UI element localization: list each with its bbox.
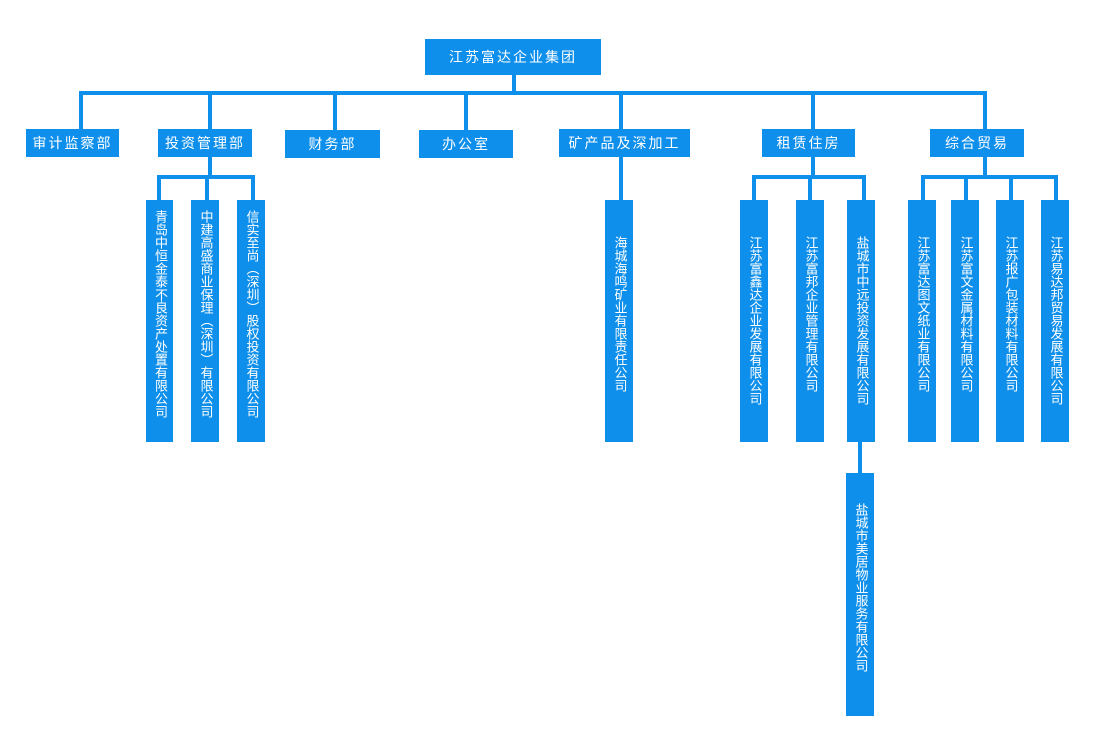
dept-label: 办公室 [442, 137, 490, 153]
company-label: 江苏富鑫达企业发展有限公司 [746, 236, 762, 405]
company-label: 海城海鸣矿业有限责任公司 [611, 236, 627, 392]
trade-drop-3 [1009, 175, 1013, 201]
trade-stem-line [983, 156, 987, 178]
dept-drop-mineral [619, 91, 623, 130]
company-label: 中建高盛商业保理（深圳）有限公司 [197, 210, 213, 418]
dept-label: 审计监察部 [32, 136, 113, 152]
dept-mineral: 矿产品及深加工 [559, 129, 690, 157]
dept-drop-office [464, 91, 468, 130]
company-label: 江苏富达图文纸业有限公司 [914, 236, 930, 392]
company-node: 江苏易达邦贸易发展有限公司 [1041, 200, 1069, 442]
dept-label: 矿产品及深加工 [568, 136, 681, 152]
grandchild-stem-line [858, 442, 862, 474]
dept-drop-invest [208, 91, 212, 130]
dept-invest: 投资管理部 [158, 129, 252, 157]
leasing-drop-3 [862, 175, 866, 201]
root-node: 江苏富达企业集团 [425, 39, 601, 75]
leasing-drop-2 [808, 175, 812, 201]
dept-office: 办公室 [419, 130, 513, 158]
dept-drop-leasing [811, 91, 815, 130]
company-node: 江苏报广包装材料有限公司 [996, 200, 1024, 442]
company-label: 江苏富邦企业管理有限公司 [802, 236, 818, 392]
dept-drop-audit [79, 91, 83, 130]
company-node: 中建高盛商业保理（深圳）有限公司 [191, 200, 219, 442]
grandchild-node: 盐城市美居物业服务有限公司 [846, 473, 874, 716]
dept-audit: 审计监察部 [26, 129, 119, 157]
trade-drop-1 [921, 175, 925, 201]
company-node: 江苏富达图文纸业有限公司 [908, 200, 936, 442]
dept-drop-trade [983, 91, 987, 130]
root-stem-line [512, 74, 516, 94]
mineral-stem-line [619, 156, 623, 201]
dept-drop-finance [333, 91, 337, 130]
invest-drop-2 [205, 175, 209, 201]
company-node: 信实至尚（深圳）股权投资有限公司 [237, 200, 265, 442]
dept-label: 投资管理部 [165, 136, 245, 152]
grandchild-label: 盐城市美居物业服务有限公司 [852, 503, 868, 672]
company-label: 信实至尚（深圳）股权投资有限公司 [243, 210, 259, 418]
dept-leasing: 租赁住房 [762, 129, 855, 157]
invest-stem-line [208, 156, 212, 178]
company-node: 青岛中恒金泰不良资产处置有限公司 [146, 200, 173, 442]
trade-bus-line [921, 175, 1058, 179]
dept-label: 综合贸易 [945, 136, 1009, 152]
invest-drop-1 [157, 175, 161, 201]
dept-label: 租赁住房 [776, 136, 841, 152]
invest-drop-3 [251, 175, 255, 201]
company-node: 江苏富文金属材料有限公司 [951, 200, 979, 442]
dept-trade: 综合贸易 [930, 129, 1024, 157]
company-label: 青岛中恒金泰不良资产处置有限公司 [152, 210, 167, 418]
company-label: 江苏易达邦贸易发展有限公司 [1047, 236, 1063, 405]
company-node: 江苏富鑫达企业发展有限公司 [740, 200, 768, 442]
company-node: 江苏富邦企业管理有限公司 [796, 200, 824, 442]
company-label: 江苏报广包装材料有限公司 [1002, 236, 1018, 392]
trade-drop-4 [1054, 175, 1058, 201]
company-node: 盐城市中远投资发展有限公司 [847, 200, 875, 442]
department-bus-line [79, 91, 987, 95]
dept-finance: 财务部 [285, 130, 380, 158]
leasing-stem-line [811, 156, 815, 178]
trade-drop-2 [964, 175, 968, 201]
company-node: 海城海鸣矿业有限责任公司 [605, 200, 633, 442]
company-label: 江苏富文金属材料有限公司 [957, 236, 973, 392]
leasing-drop-1 [752, 175, 756, 201]
dept-label: 财务部 [308, 137, 357, 153]
company-label: 盐城市中远投资发展有限公司 [853, 236, 869, 405]
root-label: 江苏富达企业集团 [449, 50, 577, 66]
